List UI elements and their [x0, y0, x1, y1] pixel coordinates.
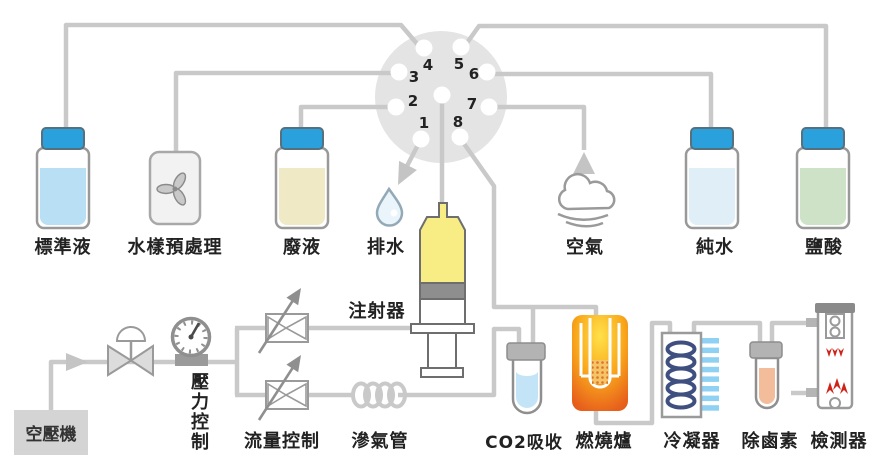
- pipe-port3-pretreatment: [173, 70, 401, 154]
- catalyst-block: [592, 360, 608, 384]
- pretreatment-vessel: [148, 150, 202, 226]
- label-halogen-remover: 除鹵素: [741, 431, 799, 452]
- condenser-fins: [699, 338, 719, 411]
- bottle-hydrochloric-acid: [795, 127, 851, 230]
- pipe-port4-standard: [63, 22, 426, 130]
- detector-inlet-tab: [806, 318, 818, 327]
- valve-port-center: [433, 86, 451, 104]
- valve-port-label-4: 4: [422, 56, 434, 74]
- valve-port-label-7: 7: [466, 95, 478, 113]
- valve-port-label-1: 1: [418, 114, 430, 132]
- label-pure-water: 純水: [696, 237, 734, 258]
- valve-port-2: [387, 98, 405, 116]
- bowtie-valve-icon: [107, 326, 154, 377]
- air-cloud-icon: [557, 172, 616, 228]
- label-drain: 排水: [367, 237, 405, 258]
- valve-port-label-3: 3: [408, 68, 420, 86]
- compressor-arrow-icon: [66, 353, 88, 371]
- pipe-port5-acid: [460, 23, 829, 130]
- label-standard-solution: 標準液: [34, 237, 92, 258]
- bottle-waste: [274, 127, 330, 230]
- drain-arrow-icon: [398, 160, 417, 185]
- valve-port-label-2: 2: [407, 92, 419, 110]
- label-syringe: 注射器: [348, 301, 406, 322]
- combustion-furnace: [572, 315, 628, 411]
- flow-control-valve-top: [257, 288, 309, 354]
- label-condenser: 冷凝器: [663, 431, 721, 452]
- valve-port-8: [451, 128, 469, 146]
- air-arrow-icon: [573, 152, 595, 174]
- stirrer-icon: [156, 172, 187, 206]
- condenser-unit: [660, 331, 719, 419]
- label-hydrochloric-acid: 鹽酸: [805, 237, 843, 258]
- valve-port-4: [415, 39, 433, 57]
- pipe-furnace-condenser: [593, 320, 673, 426]
- flow-arrows: [66, 152, 595, 371]
- pipe-port2-waste: [298, 104, 394, 130]
- bottle-cap: [690, 127, 734, 150]
- valve-port-label-8: 8: [452, 113, 464, 131]
- co2-absorber-tube: [506, 342, 546, 415]
- pipe-port6-pure-water: [494, 71, 714, 130]
- valve-port-label-6: 6: [468, 65, 480, 83]
- pipe-port8-furnace: [458, 136, 599, 318]
- label-pretreatment: 水樣預處理: [127, 237, 223, 258]
- flow-control-valve-bottom: [257, 355, 309, 421]
- detector-flame-arrows-icon: [826, 344, 848, 399]
- label-co2-absorber: CO2吸收: [485, 433, 563, 453]
- bottle-cap: [280, 127, 324, 150]
- label-air: 空氣: [566, 237, 604, 258]
- water-drop-icon: [375, 186, 404, 227]
- valve-port-7: [480, 98, 498, 116]
- spring-coil-icon: [351, 381, 407, 409]
- condenser-coil: [665, 340, 697, 410]
- air-compressor-box: [14, 410, 88, 455]
- bottle-cap: [41, 127, 85, 150]
- pipe-port7-air: [495, 104, 587, 150]
- pipe-coil-co2: [398, 326, 522, 398]
- valve-port-3: [390, 63, 408, 81]
- label-pressure-control: 壓力控制: [188, 372, 209, 452]
- pipe-condenser-halogen: [691, 320, 763, 344]
- halogen-remover-tube: [749, 341, 783, 410]
- label-furnace: 燃燒爐: [575, 431, 633, 452]
- label-detector: 檢測器: [810, 431, 868, 452]
- detector-outlet-tab: [806, 388, 818, 397]
- bottle-standard-solution: [35, 127, 91, 230]
- label-flow-control: 流量控制: [244, 431, 320, 452]
- pressure-gauge-icon: [170, 316, 212, 366]
- syringe: [410, 202, 475, 378]
- pipe-compressor-main: [48, 359, 235, 411]
- detector-unit: [806, 303, 855, 410]
- valve-port-1: [412, 130, 430, 148]
- label-waste: 廢液: [283, 237, 321, 258]
- valve-ports: [387, 38, 498, 148]
- valve-port-label-5: 5: [453, 55, 465, 73]
- bottle-pure-water: [684, 127, 740, 230]
- pipe-halogen-detector: [769, 320, 807, 344]
- valve-port-6: [478, 63, 496, 81]
- valve-port-5: [452, 38, 470, 56]
- label-air-compressor: 空壓機: [25, 425, 77, 445]
- label-permeation-tube: 滲氣管: [351, 431, 409, 452]
- bottle-cap: [801, 127, 845, 150]
